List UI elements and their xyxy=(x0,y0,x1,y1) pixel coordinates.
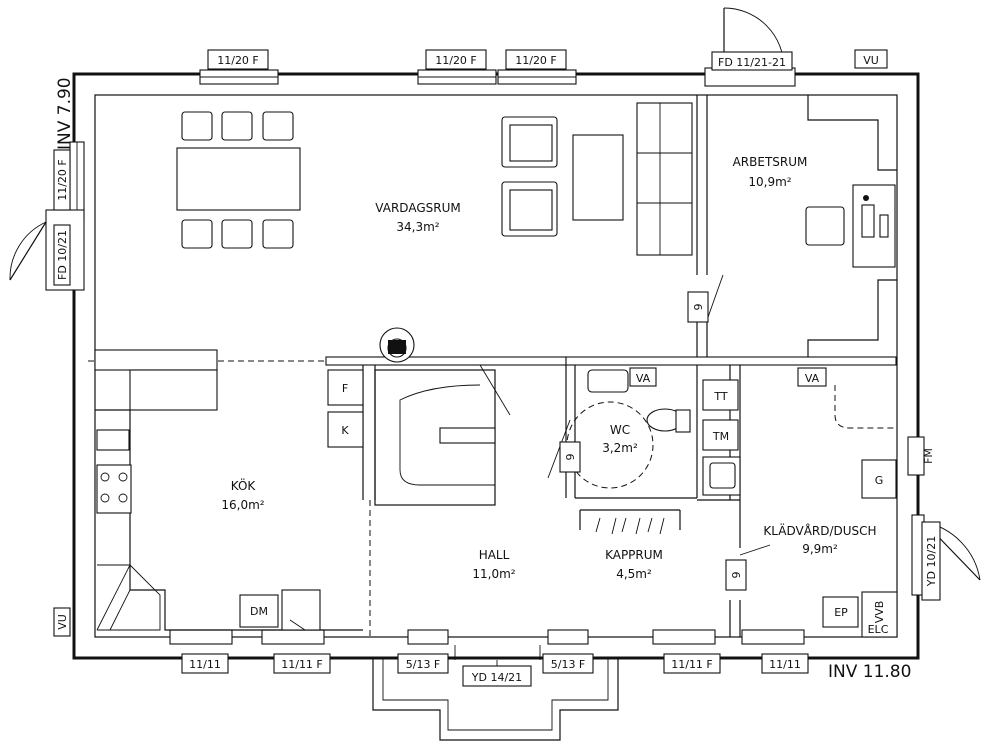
room-hall: HALL 11,0m² xyxy=(472,548,515,581)
window-tag: 5/13 F xyxy=(551,658,586,671)
fixture-tag: K xyxy=(341,424,349,437)
room-area: 9,9m² xyxy=(802,542,838,556)
fixture-tag: EP xyxy=(834,606,848,619)
fixture-tags: F K VA VA TT TM FM G EP VVB ELC DM VU VU… xyxy=(53,49,935,637)
inv-right: INV 11.80 xyxy=(828,662,911,682)
room-area: 11,0m² xyxy=(472,567,515,581)
door-tag: YD 14/21 xyxy=(471,671,522,684)
room-name: KLÄDVÅRD/DUSCH xyxy=(763,523,876,538)
dimension-labels: INV 7.90 INV 11.80 xyxy=(55,77,911,682)
windows xyxy=(69,69,805,741)
stair-tag: 9 xyxy=(730,572,743,579)
fixture-tag: VU xyxy=(863,54,879,67)
window-tag: 11/11 F xyxy=(281,658,323,671)
fixture-tag: VA xyxy=(805,372,820,385)
room-area: 16,0m² xyxy=(221,498,264,512)
room-name: WC xyxy=(610,423,630,437)
room-name: KAPPRUM xyxy=(605,548,663,562)
fixture-tag: G xyxy=(875,474,884,487)
fixture-tag: VU xyxy=(56,614,69,630)
room-kladvard: KLÄDVÅRD/DUSCH 9,9m² xyxy=(763,523,876,556)
window-tag: 11/11 xyxy=(769,658,801,671)
room-kok: KÖK 16,0m² xyxy=(221,477,264,512)
room-name: HALL xyxy=(479,548,510,562)
room-wc: WC 3,2m² xyxy=(602,423,638,455)
fixture-tag: ELC xyxy=(868,623,889,636)
room-name: VARDAGSRUM xyxy=(375,201,460,215)
window-tag: 11/20 F xyxy=(217,54,259,67)
fixture-tag: DM xyxy=(250,605,268,618)
doors xyxy=(9,7,981,660)
fixture-tag: F xyxy=(342,382,348,395)
fixture-tag: TT xyxy=(713,390,728,403)
door-tag: FD 11/21-21 xyxy=(718,56,786,69)
door-tag: YD 10/21 xyxy=(925,536,938,587)
interior-walls xyxy=(88,95,897,637)
room-area: 10,9m² xyxy=(748,175,791,189)
room-arbetsrum: ARBETSRUM 10,9m² xyxy=(733,155,808,189)
room-area: 4,5m² xyxy=(616,567,652,581)
window-tag: 11/20 F xyxy=(435,54,477,67)
room-name: KÖK xyxy=(231,477,257,493)
window-tag: 5/13 F xyxy=(406,658,441,671)
window-tag: 11/11 F xyxy=(671,658,713,671)
fixture-tag: FM xyxy=(922,448,935,464)
fixture-tag: TM xyxy=(712,430,729,443)
inv-left: INV 7.90 xyxy=(55,77,75,150)
door-tag: FD 10/21 xyxy=(56,230,69,280)
stair-tag: 9 xyxy=(564,454,577,461)
room-area: 3,2m² xyxy=(602,441,638,455)
room-name: ARBETSRUM xyxy=(733,155,808,169)
window-tag: 11/20 F xyxy=(515,54,557,67)
stair-tag: 9 xyxy=(692,304,705,311)
furniture xyxy=(95,102,925,638)
fixture-tag: VA xyxy=(636,372,651,385)
room-vardagsrum: VARDAGSRUM 34,3m² xyxy=(375,201,460,234)
room-area: 34,3m² xyxy=(396,220,439,234)
window-tags: 11/20 F 11/20 F 11/20 F FD 11/21-21 11/2… xyxy=(53,49,941,687)
room-kapprum: KAPPRUM 4,5m² xyxy=(605,548,663,581)
window-tag: 11/20 F xyxy=(56,159,69,201)
fixture-tag: VVB xyxy=(873,601,886,624)
window-tag: 11/11 xyxy=(189,658,221,671)
